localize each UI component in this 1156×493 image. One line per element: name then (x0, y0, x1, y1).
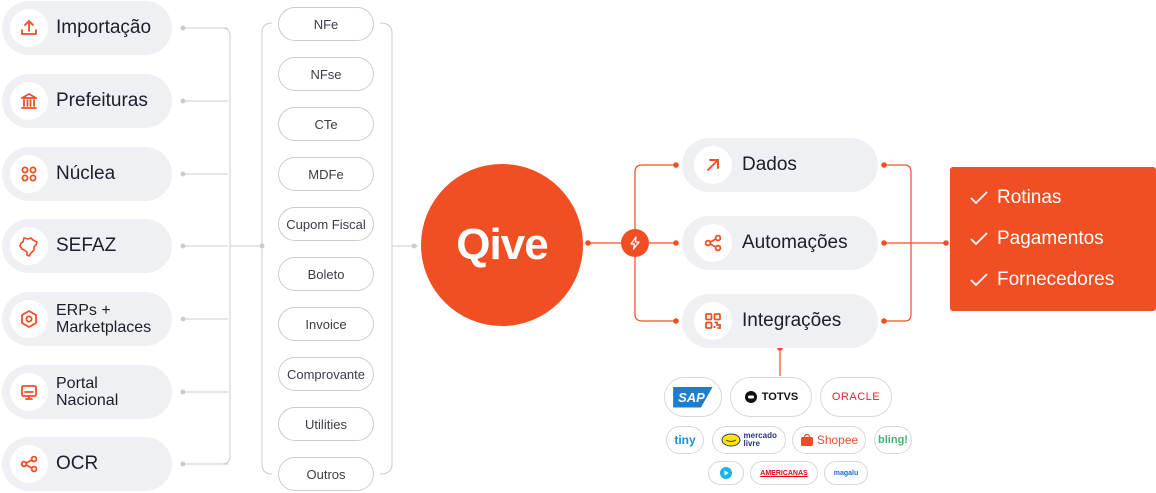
source-label-line1: Portal (56, 375, 98, 392)
share-icon (694, 224, 732, 262)
result-label: Fornecedores (997, 269, 1115, 290)
results-box: Rotinas Pagamentos Fornecedores (950, 167, 1156, 311)
qive-hub: Qive (421, 164, 583, 326)
source-label-line2: Nacional (56, 392, 119, 409)
check-icon (970, 273, 988, 287)
partner-label: TOTVS (761, 391, 799, 403)
source-label: SEFAZ (56, 235, 117, 256)
doc-comprovante[interactable]: Comprovante (278, 357, 374, 391)
source-prefeituras[interactable]: Prefeituras (2, 74, 172, 128)
doc-cupom-fiscal[interactable]: Cupom Fiscal (278, 207, 374, 241)
source-nuclea[interactable]: Núclea (2, 147, 172, 201)
partner-label: AMERICANAS (760, 469, 808, 477)
action-label: Dados (742, 154, 797, 175)
partner-oracle[interactable]: ORACLE (820, 377, 892, 417)
source-label-line1: ERPs + (56, 302, 111, 319)
source-sefaz[interactable]: SEFAZ (2, 219, 172, 273)
hexagon-icon (10, 300, 48, 338)
action-dados[interactable]: Dados (682, 138, 878, 192)
result-label: Rotinas (997, 187, 1062, 208)
result-label: Pagamentos (997, 228, 1104, 249)
partner-mercado-livre[interactable]: mercado livre (712, 426, 786, 454)
four-circles-icon (10, 155, 48, 193)
check-icon (970, 191, 988, 205)
partner-label: ORACLE (831, 391, 881, 403)
result-item: Fornecedores (970, 269, 1114, 291)
source-label: Importação (56, 17, 152, 38)
qive-logo: Qive (456, 220, 548, 269)
lightning-icon (621, 229, 649, 257)
partner-play[interactable] (708, 461, 744, 485)
upload-icon (10, 9, 48, 47)
source-label: OCR (56, 453, 99, 474)
doc-nfe[interactable]: NFe (278, 7, 374, 41)
partner-label: mercado livre (743, 431, 777, 448)
partner-label: bling! (878, 434, 908, 446)
action-label: Automações (742, 232, 848, 253)
doc-utilities[interactable]: Utilities (278, 407, 374, 441)
source-label: Núclea (56, 163, 116, 184)
action-automacoes[interactable]: Automações (682, 216, 878, 270)
partner-sap[interactable]: SAP (664, 377, 722, 417)
partner-magalu[interactable]: magalu (824, 461, 868, 485)
monitor-icon (10, 373, 48, 411)
arrow-up-right-icon (694, 146, 732, 184)
result-item: Rotinas (970, 187, 1061, 209)
doc-outros[interactable]: Outros (278, 457, 374, 491)
partner-americanas[interactable]: AMERICANAS (750, 461, 818, 485)
mercado-livre-icon (721, 433, 740, 447)
brazil-map-icon (10, 227, 48, 265)
shopee-icon (800, 433, 813, 446)
source-portal-nacional[interactable]: Portal Nacional (2, 365, 172, 419)
doc-nfse[interactable]: NFse (278, 57, 374, 91)
source-label-line2: Marketplaces (56, 319, 152, 336)
totvs-icon (744, 391, 757, 403)
share-icon (10, 445, 48, 483)
action-integracoes[interactable]: Integrações (682, 294, 878, 348)
play-icon (720, 467, 732, 479)
partner-totvs[interactable]: TOTVS (730, 377, 812, 417)
partner-label: Shopee (816, 433, 859, 447)
source-label: ERPs + Marketplaces (56, 302, 151, 336)
doc-boleto[interactable]: Boleto (278, 257, 374, 291)
partner-shopee[interactable]: Shopee (792, 426, 866, 454)
partner-bling[interactable]: bling! (874, 426, 912, 454)
result-item: Pagamentos (970, 228, 1104, 250)
source-importacao[interactable]: Importação (2, 1, 172, 55)
check-icon (970, 232, 988, 246)
source-erps-marketplaces[interactable]: ERPs + Marketplaces (2, 292, 172, 346)
action-label: Integrações (742, 310, 842, 331)
source-label: Prefeituras (56, 90, 148, 111)
doc-invoice[interactable]: Invoice (278, 307, 374, 341)
source-label: Portal Nacional (56, 375, 118, 409)
partner-label: magalu (833, 469, 859, 477)
source-ocr[interactable]: OCR (2, 437, 172, 491)
bank-icon (10, 82, 48, 120)
grid-icon (694, 302, 732, 340)
partner-label: SAP (673, 386, 713, 408)
doc-mdfe[interactable]: MDFe (278, 157, 374, 191)
partner-tiny[interactable]: tiny (666, 426, 704, 454)
doc-cte[interactable]: CTe (278, 107, 374, 141)
partner-label: tiny (674, 433, 696, 447)
